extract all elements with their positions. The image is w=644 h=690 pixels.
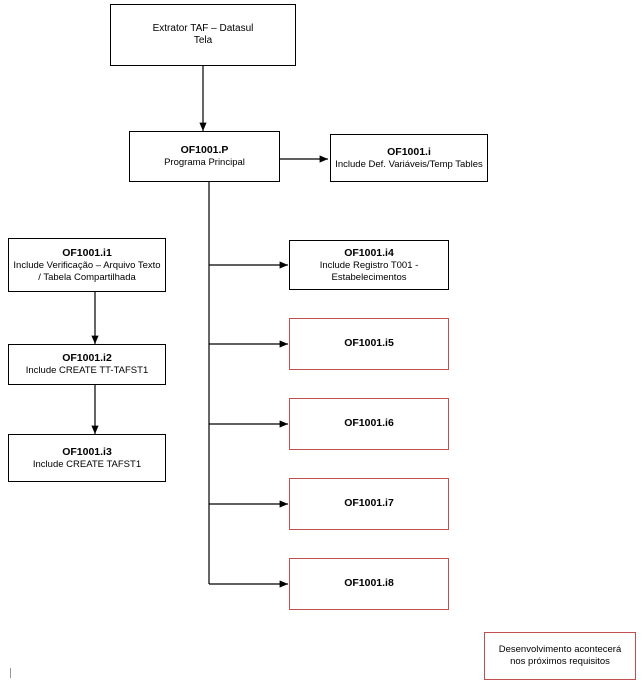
node-of1001-p[interactable]: OF1001.P Programa Principal — [129, 131, 280, 182]
node-of1001-i6[interactable]: OF1001.i6 — [289, 398, 449, 450]
node-of1001-i1[interactable]: OF1001.i1 Include Verificação – Arquivo … — [8, 238, 166, 292]
node-subtitle: Include CREATE TT-TAFST1 — [25, 365, 149, 377]
node-of1001-i4[interactable]: OF1001.i4 Include Registro T001 - Estabe… — [289, 240, 449, 290]
node-of1001-i2[interactable]: OF1001.i2 Include CREATE TT-TAFST1 — [8, 344, 166, 385]
node-title: OF1001.i4 — [344, 246, 394, 259]
node-of1001-i3[interactable]: OF1001.i3 Include CREATE TAFST1 — [8, 434, 166, 482]
node-of1001-i5[interactable]: OF1001.i5 — [289, 318, 449, 370]
node-title: OF1001.i5 — [344, 337, 394, 350]
node-subtitle: Programa Principal — [164, 157, 245, 169]
node-subtitle: Tela — [193, 35, 213, 46]
node-subtitle: Include Def. Variáveis/Temp Tables — [335, 158, 483, 170]
node-title: OF1001.i — [387, 145, 431, 158]
node-title: OF1001.P — [180, 144, 229, 156]
legend-note-red: Desenvolvimento acontecerá nos próximos … — [484, 632, 636, 680]
node-title: OF1001.i8 — [344, 577, 394, 590]
node-subtitle: Include Verificação – Arquivo Texto / Ta… — [13, 259, 161, 283]
node-title: OF1001.i6 — [344, 417, 394, 430]
node-subtitle: Include CREATE TAFST1 — [32, 458, 142, 470]
node-subtitle: Include Registro T001 - Estabelecimentos — [319, 259, 419, 283]
node-title: OF1001.i3 — [62, 445, 112, 458]
node-of1001-i8[interactable]: OF1001.i8 — [289, 558, 449, 610]
node-extrator-taf-tela[interactable]: Extrator TAF – Datasul Tela — [110, 4, 296, 66]
node-title: OF1001.i2 — [62, 352, 112, 364]
node-title: OF1001.i7 — [344, 497, 394, 510]
legend-note-text: Desenvolvimento acontecerá nos próximos … — [498, 643, 622, 667]
node-title: OF1001.i1 — [62, 246, 112, 259]
node-of1001-i7[interactable]: OF1001.i7 — [289, 478, 449, 530]
page-tick-mark — [10, 668, 11, 678]
node-title: Extrator TAF – Datasul — [152, 22, 254, 34]
node-of1001-i[interactable]: OF1001.i Include Def. Variáveis/Temp Tab… — [330, 134, 488, 182]
